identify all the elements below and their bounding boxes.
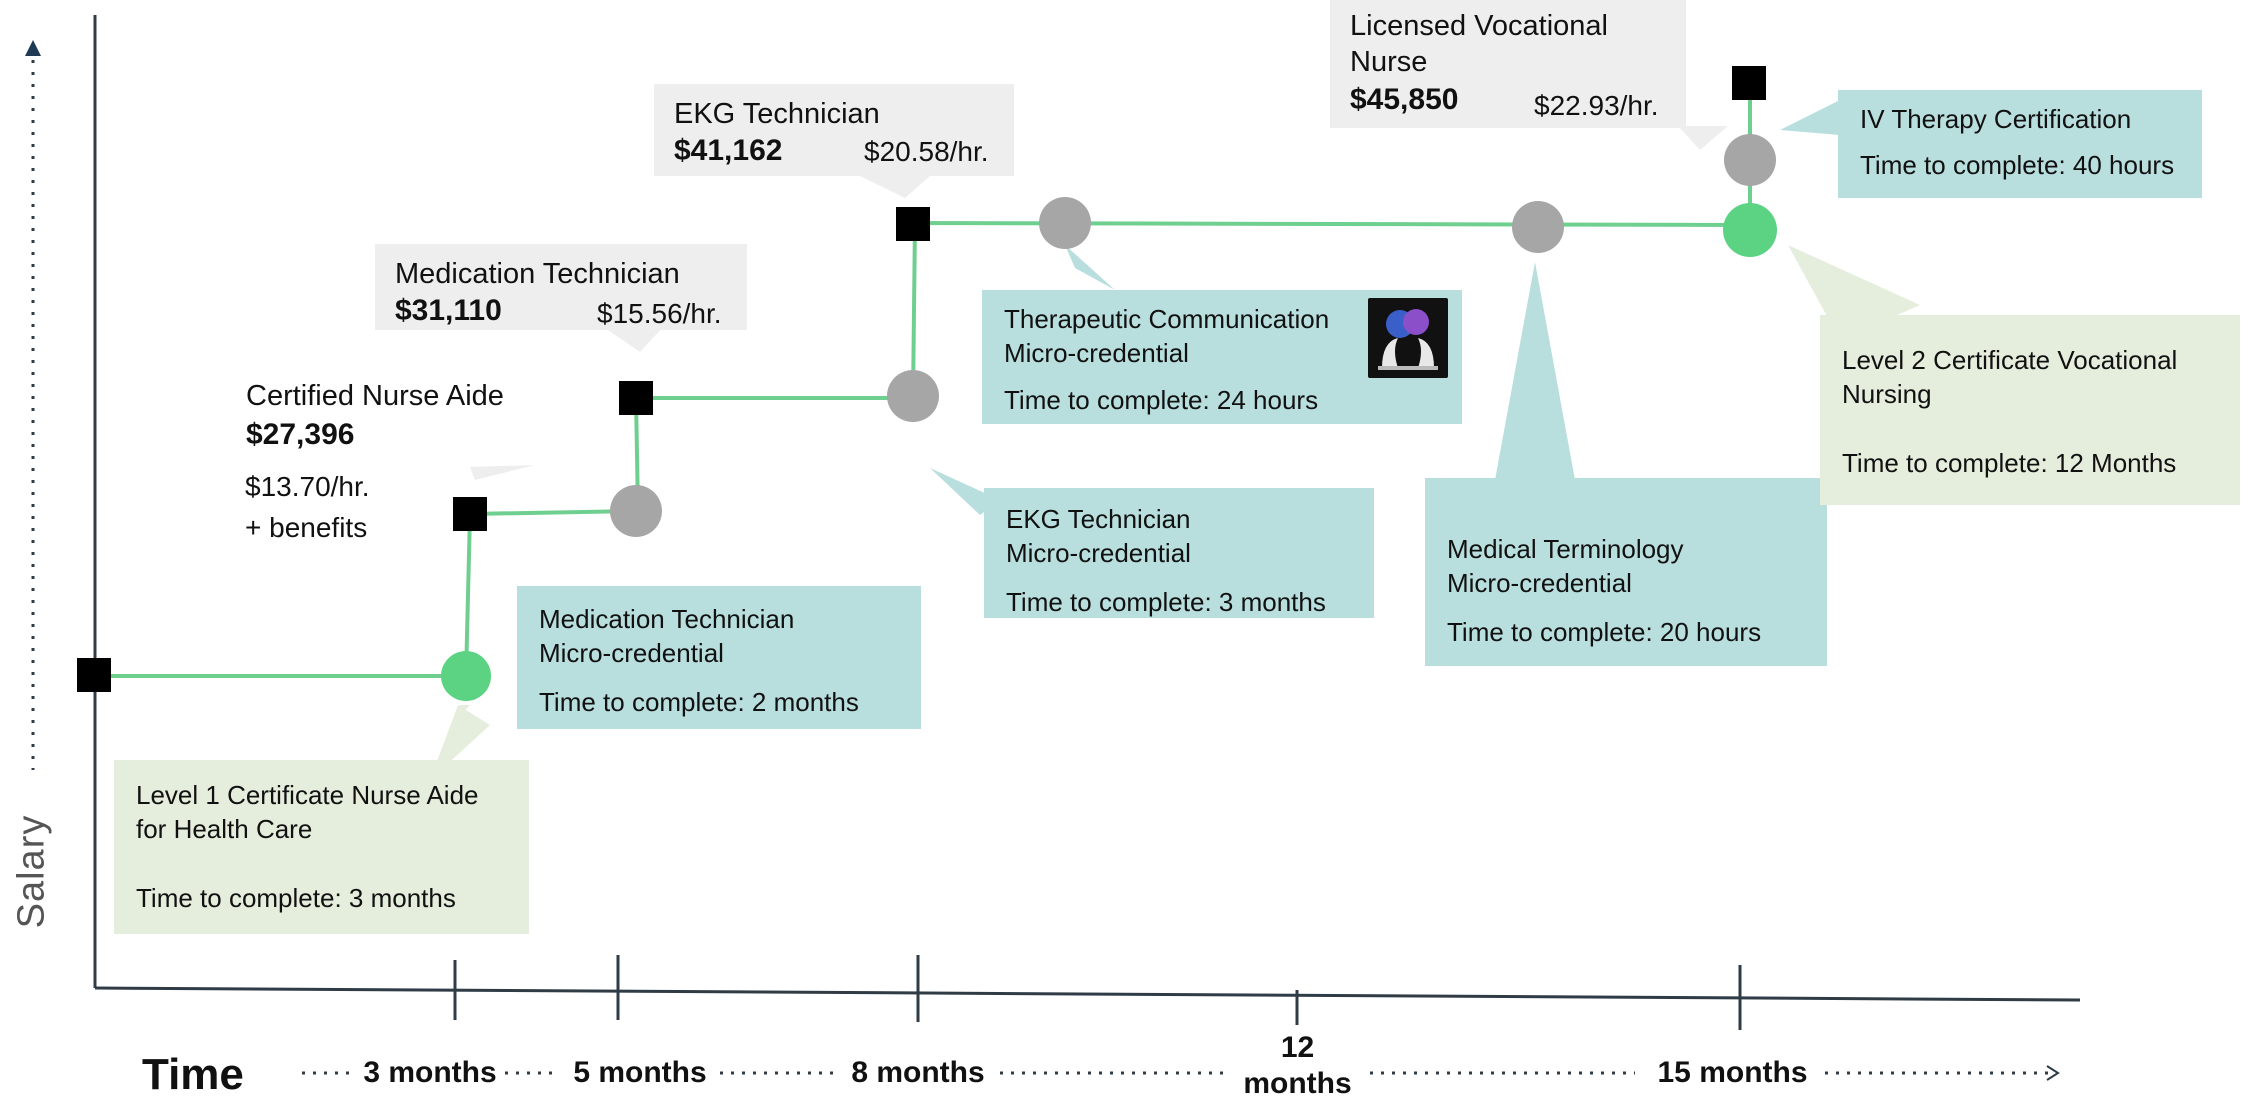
ekg-callout-pointer xyxy=(860,176,930,198)
level2-node xyxy=(1723,203,1777,257)
lvn-title: Licensed Vocational Nurse xyxy=(1350,10,1608,79)
cna-title: Certified Nurse Aide xyxy=(246,380,504,412)
ekg-hourly: $20.58/hr. xyxy=(864,136,989,167)
cna-salary: $27,396 xyxy=(246,418,355,451)
med-term-mc-node xyxy=(1512,201,1564,253)
ekg-salary: $41,162 xyxy=(674,134,783,168)
y-axis-label: Salary xyxy=(10,814,53,929)
medtech-mc-time: Time to complete: 2 months xyxy=(539,686,859,717)
lvn-callout: Licensed Vocational Nurse $45,850 $22.93… xyxy=(1330,0,1686,128)
x-axis-ticks xyxy=(453,955,1742,1030)
level1-time: Time to complete: 3 months xyxy=(136,882,456,913)
x-axis-label: Time xyxy=(142,1050,244,1099)
iv-line-1: IV Therapy Certification xyxy=(1860,104,2132,134)
time-label-15-months: 15 months xyxy=(1657,1056,1808,1089)
iv-time: Time to complete: 40 hours xyxy=(1860,150,2175,181)
level1-node xyxy=(441,651,491,701)
cna-callout: Certified Nurse Aide $27,396 xyxy=(222,374,562,469)
medtech-mc-line-1: Medication Technician xyxy=(539,604,795,634)
ekg-mc-callout: EKG Technician Micro-credential Time to … xyxy=(984,488,1374,618)
lvn-salary: $45,850 xyxy=(1350,82,1459,116)
level1-line-2: for Health Care xyxy=(136,814,313,845)
med-term-mc-time: Time to complete: 20 hours xyxy=(1447,616,1762,647)
medtech-callout-pointer xyxy=(605,325,665,352)
cna-node xyxy=(453,497,487,531)
lvn-node xyxy=(1732,66,1766,100)
ekg-node xyxy=(896,207,930,241)
ekg-mc-pointer xyxy=(930,468,1000,515)
therapeutic-mc-node xyxy=(1039,197,1091,249)
medtech-mc-line-2: Micro-credential xyxy=(539,638,724,669)
med-term-mc-pointer xyxy=(1495,262,1575,480)
level2-line-2: Nursing xyxy=(1842,379,1932,410)
ekg-callout: EKG Technician $41,162 $20.58/hr. xyxy=(654,84,1014,176)
iv-callout: IV Therapy Certification Time to complet… xyxy=(1838,90,2202,198)
med-term-mc-callout: Medical Terminology Micro-credential Tim… xyxy=(1425,478,1827,666)
medtech-title: Medication Technician xyxy=(395,258,680,290)
iv-node xyxy=(1724,134,1776,186)
ekg-mc-line-1: EKG Technician xyxy=(1006,504,1191,534)
med-term-mc-line-2: Micro-credential xyxy=(1447,568,1632,599)
level1-line-1: Level 1 Certificate Nurse Aide xyxy=(136,780,479,810)
level2-time: Time to complete: 12 Months xyxy=(1842,447,2177,478)
time-label-5-months: 5 months xyxy=(573,1056,707,1089)
cna-benefits: + benefits xyxy=(245,512,368,543)
therapeutic-mc-pointer xyxy=(1065,245,1115,290)
therapeutic-mc-line-2: Micro-credential xyxy=(1004,338,1189,369)
iv-callout-pointer xyxy=(1780,100,1840,135)
med-term-mc-line-1: Medical Terminology xyxy=(1447,534,1684,564)
therapeutic-mc-line-1: Therapeutic Communication xyxy=(1004,304,1330,334)
level1-callout: Level 1 Certificate Nurse Aide for Healt… xyxy=(114,760,529,934)
ekg-mc-node xyxy=(887,370,939,422)
ekg-title: EKG Technician xyxy=(674,98,880,130)
time-label-12-months: 12 months xyxy=(1243,1031,1352,1100)
therapeutic-mc-time: Time to complete: 24 hours xyxy=(1004,384,1319,415)
medtech-callout: Medication Technician $31,110 $15.56/hr. xyxy=(375,244,747,330)
therapeutic-communication-badge-icon xyxy=(1368,298,1448,378)
lvn-callout-pointer xyxy=(1678,126,1728,150)
medtech-mc-node xyxy=(610,485,662,537)
therapeutic-mc-callout: Therapeutic Communication Micro-credenti… xyxy=(982,290,1462,424)
ekg-mc-time: Time to complete: 3 months xyxy=(1006,586,1326,617)
time-label-8-months: 8 months xyxy=(851,1056,985,1089)
right-arrow-icon xyxy=(2046,1065,2060,1081)
x-axis-line xyxy=(94,986,2081,1002)
lvn-hourly: $22.93/hr. xyxy=(1534,90,1659,121)
level2-callout: Level 2 Certificate Vocational Nursing T… xyxy=(1820,315,2240,505)
cna-hourly: $13.70/hr. xyxy=(245,471,370,502)
time-label-3-months: 3 months xyxy=(363,1056,497,1089)
start-node xyxy=(77,658,111,692)
level2-line-1: Level 2 Certificate Vocational xyxy=(1842,345,2178,375)
medtech-mc-callout: Medication Technician Micro-credential T… xyxy=(517,586,921,729)
ekg-mc-line-2: Micro-credential xyxy=(1006,538,1191,569)
up-arrow-icon xyxy=(25,40,41,56)
cna-callout-pointer xyxy=(470,465,535,480)
medtech-salary: $31,110 xyxy=(395,294,502,328)
medtech-hourly: $15.56/hr. xyxy=(597,298,722,329)
medtech-node xyxy=(619,381,653,415)
